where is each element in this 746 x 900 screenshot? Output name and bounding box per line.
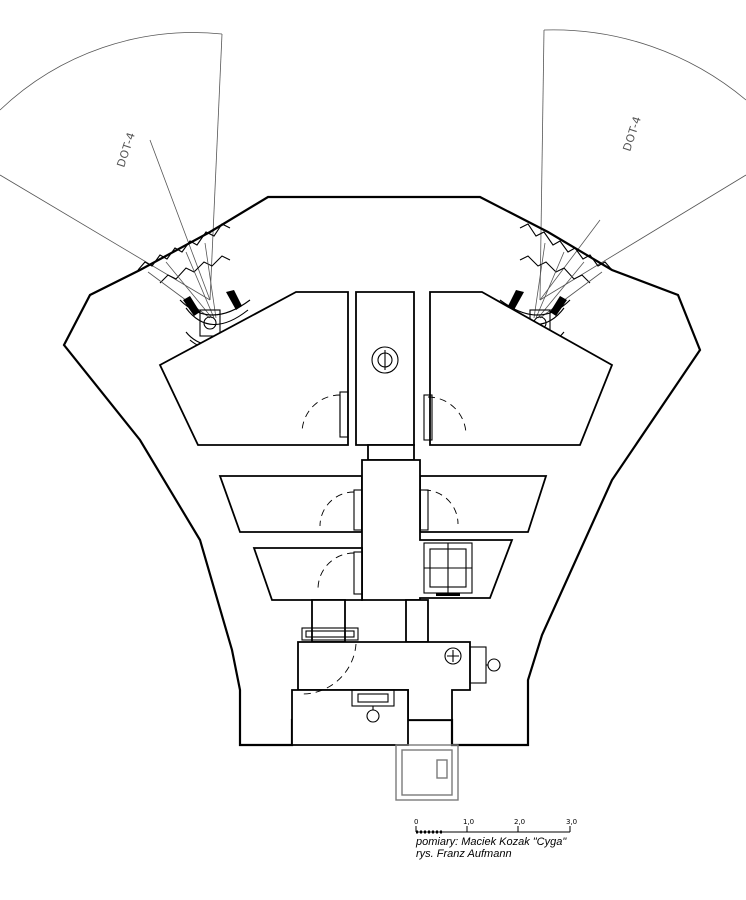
room-bottom — [291, 689, 409, 746]
drawing-credits: pomiary: Maciek Kozak "Cyga" rys. Franz … — [416, 836, 566, 860]
combat-room-left — [158, 291, 349, 446]
interior-rooms — [158, 291, 614, 746]
combat-room-right — [429, 291, 614, 446]
passage-narrow — [311, 599, 346, 643]
turret-ring-icon — [371, 346, 399, 374]
room-lower-left — [252, 547, 363, 601]
periscope-icon — [423, 542, 473, 596]
doors — [301, 391, 467, 695]
firing-sector-right: DOT-4 — [539, 29, 746, 301]
scale-tick-0: 0 — [414, 818, 418, 826]
ventilator-icon — [444, 646, 501, 684]
entrance-annex — [395, 744, 459, 801]
embrasure-left — [137, 223, 251, 350]
room-mid-left — [218, 475, 363, 533]
stove-icon — [351, 689, 395, 723]
firing-sector-left: DOT-4 — [0, 32, 223, 301]
corridor-link — [367, 444, 415, 461]
scale-tick-1: 1,0 — [463, 818, 474, 826]
scale-bar: 0 1,0 2,0 3,0 — [414, 818, 577, 834]
passage-narrow-right — [405, 599, 429, 643]
sector-label-left: DOT-4 — [114, 130, 138, 169]
central-passage — [361, 459, 514, 601]
scale-tick-2: 2,0 — [514, 818, 525, 826]
credit-drawing: rys. Franz Aufmann — [416, 848, 512, 860]
credit-measurements: pomiary: Maciek Kozak "Cyga" — [416, 836, 567, 848]
scale-tick-3: 3,0 — [566, 818, 577, 826]
room-mid-right — [419, 475, 548, 533]
sector-label-right: DOT-4 — [620, 114, 644, 153]
